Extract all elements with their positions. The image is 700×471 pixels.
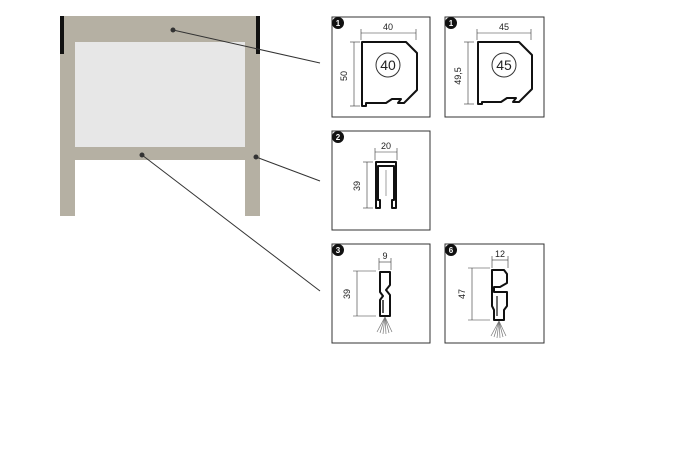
panel-badge (445, 17, 457, 29)
width-dimension-label: 20 (381, 141, 391, 151)
brush-seal (490, 320, 507, 339)
frame-left-post-cap (60, 16, 64, 54)
profile-panel-1b: 1 45 49,5 45 (444, 16, 545, 118)
height-dimension-label: 39 (352, 181, 362, 191)
bottom-bar-profile-47 (491, 269, 508, 321)
panel-badge-label: 2 (336, 133, 341, 142)
leader-dot-cassette (170, 27, 176, 33)
frame-right-post-cap (256, 16, 260, 54)
height-dimension-label: 50 (339, 71, 349, 81)
frame-top-cassette (60, 16, 260, 42)
profile-size-circle (491, 52, 517, 78)
frame-right-post (245, 16, 260, 216)
panel-border (444, 243, 545, 344)
width-dimension-label: 45 (499, 22, 509, 32)
side-rail-profile (375, 161, 397, 209)
cassette-profile-40 (361, 41, 418, 107)
leader-line-post (255, 156, 321, 182)
profile-panel-3: 3 9 39 (331, 243, 431, 344)
bottom-bar-profile (379, 271, 391, 317)
panel-border (331, 130, 431, 231)
panel-badge-label: 1 (449, 19, 454, 28)
cassette-profile-45 (477, 41, 533, 105)
height-dimension-label: 39 (342, 289, 352, 299)
panel-border (444, 16, 545, 118)
panel-badge (332, 244, 344, 256)
panel-badge (445, 244, 457, 256)
width-dimension-label: 40 (383, 22, 393, 32)
panel-badge (332, 131, 344, 143)
leader-line-cassette (172, 29, 321, 64)
profile-panel-1a: 1 40 50 40 (331, 16, 431, 118)
profile-size-circle (375, 52, 401, 78)
profile-size-label: 40 (380, 57, 396, 73)
panel-badge-label: 6 (449, 246, 454, 255)
profile-panel-2: 2 20 39 (331, 130, 431, 231)
width-dimension-label: 12 (495, 249, 505, 259)
profile-panel-6: 6 12 47 (444, 243, 545, 344)
panel-badge-label: 1 (336, 19, 341, 28)
frame-left-post (60, 16, 75, 216)
profile-size-label: 45 (496, 57, 512, 73)
panel-badge (332, 17, 344, 29)
height-dimension-label: 47 (457, 289, 467, 299)
frame-illustration (60, 16, 260, 216)
leader-lines (139, 27, 321, 292)
leader-dot-bottom (139, 152, 145, 158)
brush-seal (376, 316, 393, 335)
leader-dot-post (253, 154, 259, 160)
leader-line-bottom (141, 154, 321, 292)
panel-badge-label: 3 (336, 246, 341, 255)
frame-panel (75, 42, 245, 147)
frame-bottom-bar (60, 147, 260, 160)
width-dimension-label: 9 (382, 251, 387, 261)
panel-border (331, 16, 431, 118)
height-dimension-label: 49,5 (453, 67, 463, 85)
